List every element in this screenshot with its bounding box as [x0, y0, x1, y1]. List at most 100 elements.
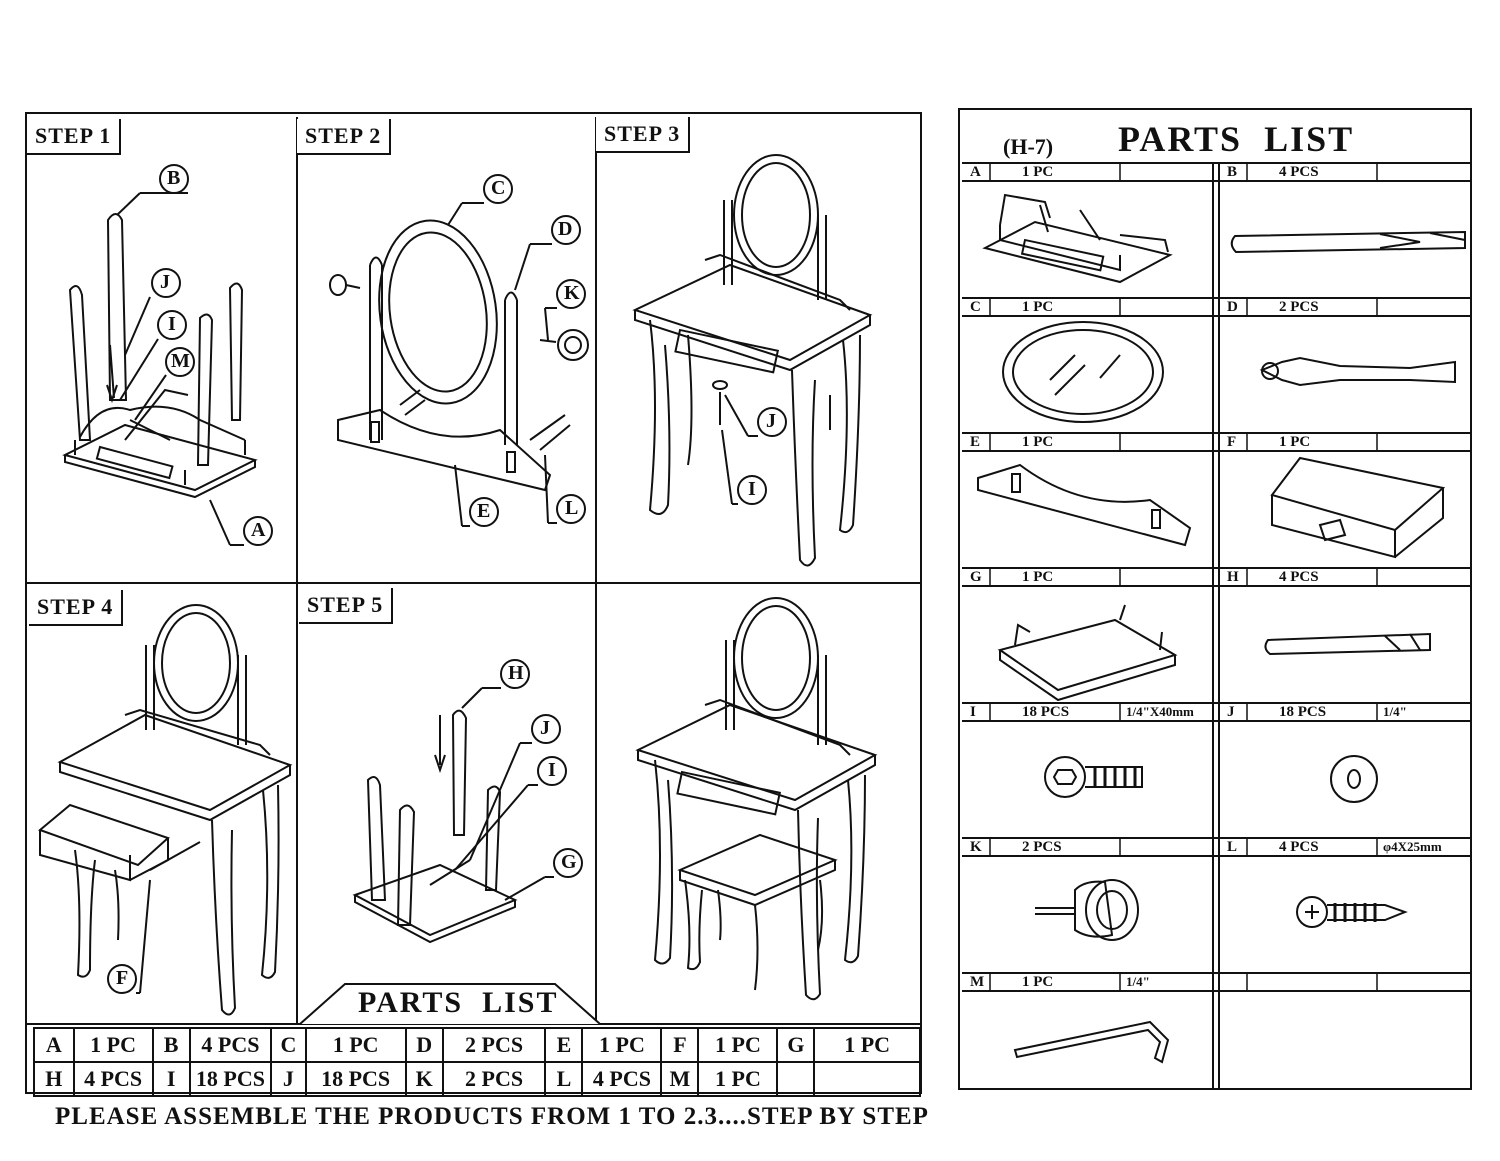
part-H-stool-leg-icon: [1264, 632, 1431, 656]
part-J-washer-icon: [1330, 755, 1378, 803]
part-qty: 4 PCS: [1279, 839, 1319, 855]
parts-list-title: PARTS LIST: [1118, 119, 1355, 159]
step3-table-drawing: [632, 154, 873, 567]
callout-F: F: [116, 967, 129, 989]
part-spec: 1/4": [1126, 974, 1150, 989]
part-qty-cell: 4 PCS: [188, 1027, 273, 1063]
part-letter: L: [1227, 839, 1238, 855]
part-spec: 1/4": [1383, 704, 1407, 719]
part-qty: 1 PC: [1022, 974, 1054, 990]
part-letter-cell: F: [660, 1027, 700, 1063]
part-letter: F: [1227, 434, 1237, 450]
step-3-label: STEP 3: [596, 117, 691, 153]
part-qty-cell: 1 PC: [581, 1027, 663, 1063]
part-K-knob-icon: [1035, 879, 1139, 941]
step-5-label: STEP 5: [299, 588, 394, 624]
step2-leaders: [447, 174, 586, 527]
part-M-allen-key-icon: [1013, 1020, 1170, 1064]
part-letter: K: [970, 839, 982, 855]
part-qty: 2 PCS: [1279, 299, 1319, 315]
part-letter: I: [970, 704, 976, 720]
part-E-panel-icon: [977, 463, 1192, 547]
callout-J: J: [766, 410, 776, 432]
callout-C: C: [491, 177, 506, 199]
part-letter: M: [970, 974, 985, 990]
part-qty: 2 PCS: [1022, 839, 1062, 855]
part-qty-cell: 1 PC: [304, 1027, 407, 1063]
callout-I: I: [168, 313, 176, 335]
part-letter: C: [970, 299, 981, 315]
step3-leaders: [721, 394, 787, 505]
callout-L: L: [565, 497, 579, 519]
part-C-mirror-icon: [1002, 321, 1164, 423]
part-qty: 1 PC: [1022, 569, 1054, 585]
callout-H: H: [508, 662, 524, 684]
part-letter: B: [1227, 164, 1238, 180]
part-qty-cell: 4 PCS: [72, 1061, 154, 1097]
step-4-label: STEP 4: [29, 590, 124, 626]
part-letter-cell: B: [151, 1027, 191, 1063]
part-qty: 1 PC: [1279, 434, 1311, 450]
callout-D: D: [558, 218, 573, 240]
part-qty: 18 PCS: [1022, 704, 1070, 720]
part-letter-cell: G: [776, 1027, 816, 1063]
step4-leaders: [107, 879, 151, 994]
parts-list-panel: [958, 108, 1472, 1090]
part-L-screw-icon: [1296, 896, 1408, 928]
part-G-stool-frame-icon: [997, 604, 1178, 702]
part-letter-cell: C: [270, 1027, 307, 1063]
callout-A: A: [251, 519, 266, 541]
part-qty-cell: 1 PC: [697, 1027, 779, 1063]
part-A-frame-icon: [982, 193, 1173, 284]
part-qty-cell: 2 PCS: [441, 1027, 547, 1063]
step1-frame-drawing: [62, 213, 258, 499]
callout-G: G: [561, 851, 577, 873]
part-letter-cell: E: [544, 1027, 584, 1063]
callout-J: J: [160, 271, 170, 293]
part-letter: H: [1227, 569, 1239, 585]
part-letter-cell: A: [33, 1027, 75, 1063]
callout-I: I: [548, 759, 556, 781]
callout-M: M: [171, 350, 190, 372]
part-qty-cell: 4 PCS: [581, 1061, 663, 1097]
part-letter-cell: D: [404, 1027, 444, 1063]
part-qty: 4 PCS: [1279, 164, 1319, 180]
part-spec: 1/4"X40mm: [1126, 704, 1194, 719]
part-letter: A: [970, 164, 981, 180]
part-D-support-icon: [1259, 356, 1456, 387]
step2-mirror-drawing: [329, 219, 589, 492]
part-B-leg-icon: [1230, 230, 1466, 254]
part-F-drawer-icon: [1270, 456, 1446, 559]
part-letter-cell: L: [544, 1061, 584, 1097]
callout-I: I: [748, 478, 756, 500]
callout-B: B: [167, 167, 181, 189]
part-qty: 18 PCS: [1279, 704, 1327, 720]
bottom-parts-list-title: PARTS LIST: [358, 986, 559, 1019]
callout-K: K: [564, 282, 580, 304]
part-letter: D: [1227, 299, 1238, 315]
part-letter: E: [970, 434, 981, 450]
step5-stool-drawing: [352, 709, 518, 944]
part-I-bolt-icon: [1044, 756, 1143, 798]
parts-list-code: (H-7): [1003, 134, 1054, 159]
part-spec: φ4X25mm: [1383, 839, 1442, 854]
part-qty: 1 PC: [1022, 164, 1054, 180]
part-qty: 4 PCS: [1279, 569, 1319, 585]
step5-leaders: [454, 659, 583, 901]
callout-J: J: [540, 717, 550, 739]
footer-instruction: PLEASE ASSEMBLE THE PRODUCTS FROM 1 TO 2…: [55, 1103, 929, 1130]
part-letter-cell: K: [404, 1061, 444, 1097]
part-qty: 1 PC: [1022, 434, 1054, 450]
empty-cell: [813, 1061, 921, 1097]
part-letter-cell: H: [33, 1061, 75, 1097]
part-letter: G: [970, 569, 982, 585]
empty-cell: [776, 1061, 816, 1097]
part-letter-cell: M: [660, 1061, 700, 1097]
